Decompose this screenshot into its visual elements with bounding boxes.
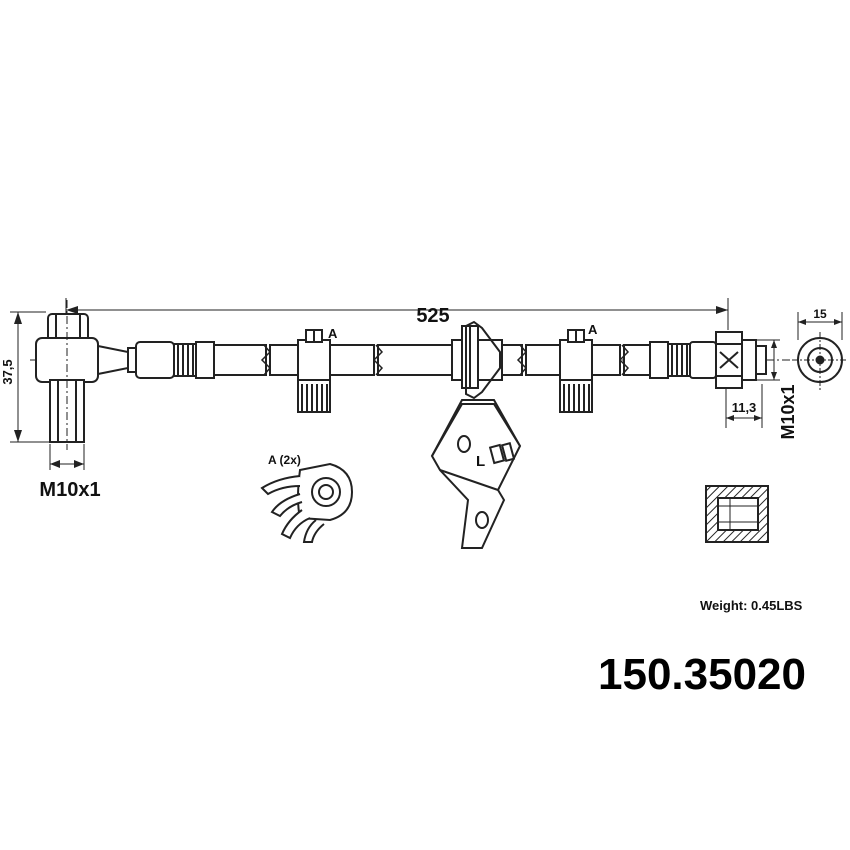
right-offset-label: 11,3	[732, 400, 757, 415]
right-offset-dimension: 11,3	[725, 384, 763, 428]
left-thread-label: M10x1	[39, 479, 100, 501]
break-marks	[260, 344, 630, 376]
left-hose-clip	[297, 329, 331, 413]
right-crimp-ferrule	[649, 341, 717, 379]
bracket-callout: L	[476, 453, 485, 470]
right-hose-clip	[559, 329, 593, 413]
left-height-dimension: 37,5	[0, 311, 50, 443]
clip-detail-callout: A (2x)	[268, 453, 301, 467]
left-clip-callout: A	[328, 326, 338, 341]
left-thread-dimension: M10x1	[39, 444, 101, 501]
weight-label: Weight: 0.45LBS	[700, 598, 803, 613]
right-end-fitting	[715, 331, 767, 389]
right-thread-label: M10x1	[778, 384, 798, 439]
left-banjo-fitting	[35, 313, 137, 443]
fitting-end-view	[792, 332, 848, 390]
clip-detail-view	[260, 462, 354, 543]
right-thread-dimension: M10x1	[756, 339, 798, 440]
overall-length-label: 525	[416, 305, 449, 327]
right-clip-callout: A	[588, 322, 598, 337]
left-height-label: 37,5	[0, 359, 15, 384]
left-crimp-ferrule	[135, 341, 215, 379]
end-view-width-dimension: 15	[797, 307, 843, 340]
overall-length-dimension: 525	[65, 298, 729, 330]
center-bracket	[430, 320, 522, 549]
fitting-section-view	[705, 485, 769, 543]
end-view-width-label: 15	[813, 307, 827, 321]
part-number: 150.35020	[598, 650, 806, 699]
